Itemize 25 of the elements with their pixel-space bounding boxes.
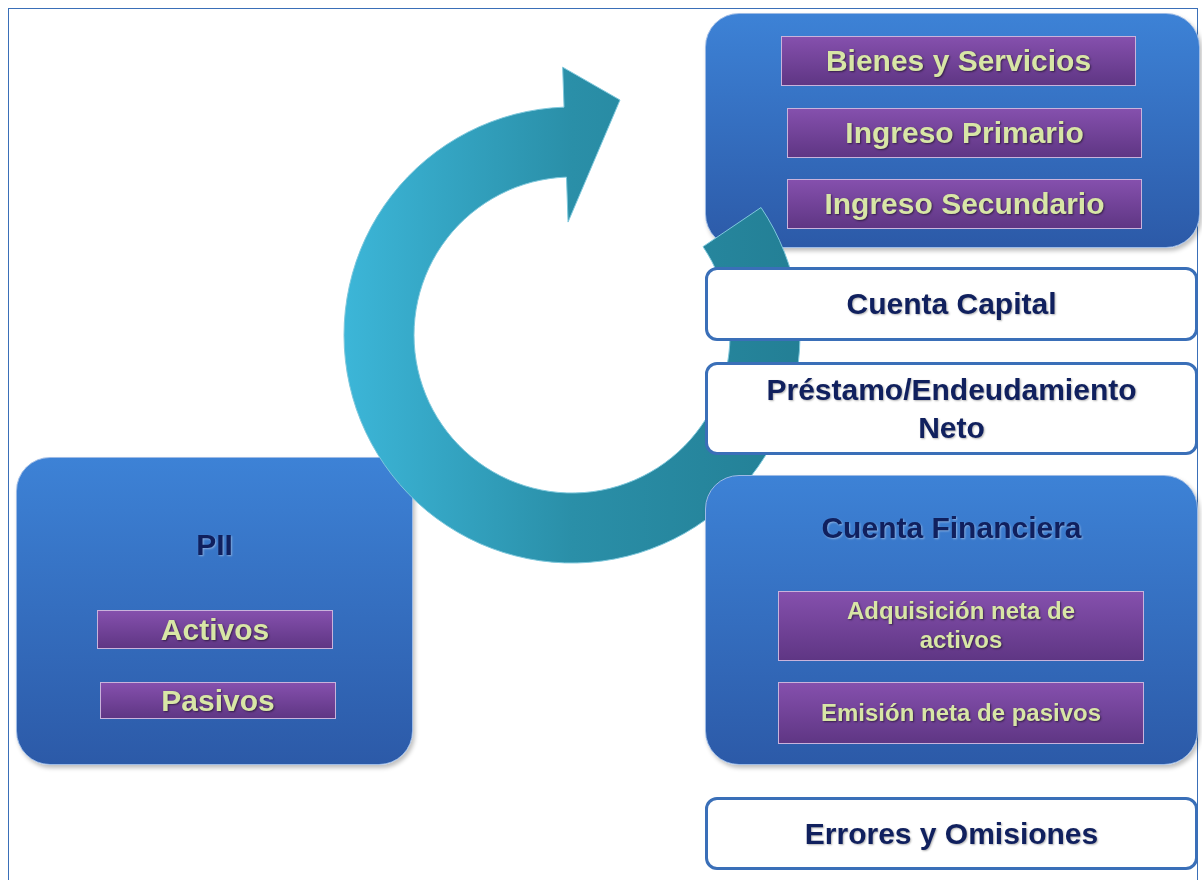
category-box xyxy=(781,36,1136,86)
account-box xyxy=(705,267,1198,341)
account-box xyxy=(705,362,1198,455)
account-label: Errores y Omisiones xyxy=(804,815,1099,852)
category-box xyxy=(778,591,1144,661)
account-label: Bienes y Servicios xyxy=(825,43,1092,79)
category-box xyxy=(97,610,333,649)
account-label: Emisión neta de pasivos xyxy=(820,698,1102,728)
account-label: Préstamo/Endeudamiento Neto xyxy=(765,372,1138,446)
category-box xyxy=(787,179,1142,229)
group-panel xyxy=(16,457,413,765)
category-box xyxy=(787,108,1142,158)
account-label: Ingreso Secundario xyxy=(824,186,1105,222)
group-panel xyxy=(705,475,1198,765)
section-heading: PII xyxy=(195,528,234,562)
account-label: Ingreso Primario xyxy=(845,115,1084,151)
category-box xyxy=(778,682,1144,744)
account-label: Adquisición neta de activos xyxy=(846,597,1076,655)
category-box xyxy=(100,682,336,719)
group-panel xyxy=(705,13,1200,248)
account-box xyxy=(705,797,1198,870)
account-label: Pasivos xyxy=(161,682,275,719)
section-heading: Cuenta Financiera xyxy=(820,511,1083,545)
account-label: Activos xyxy=(160,611,270,648)
account-label: Cuenta Capital xyxy=(846,286,1057,323)
